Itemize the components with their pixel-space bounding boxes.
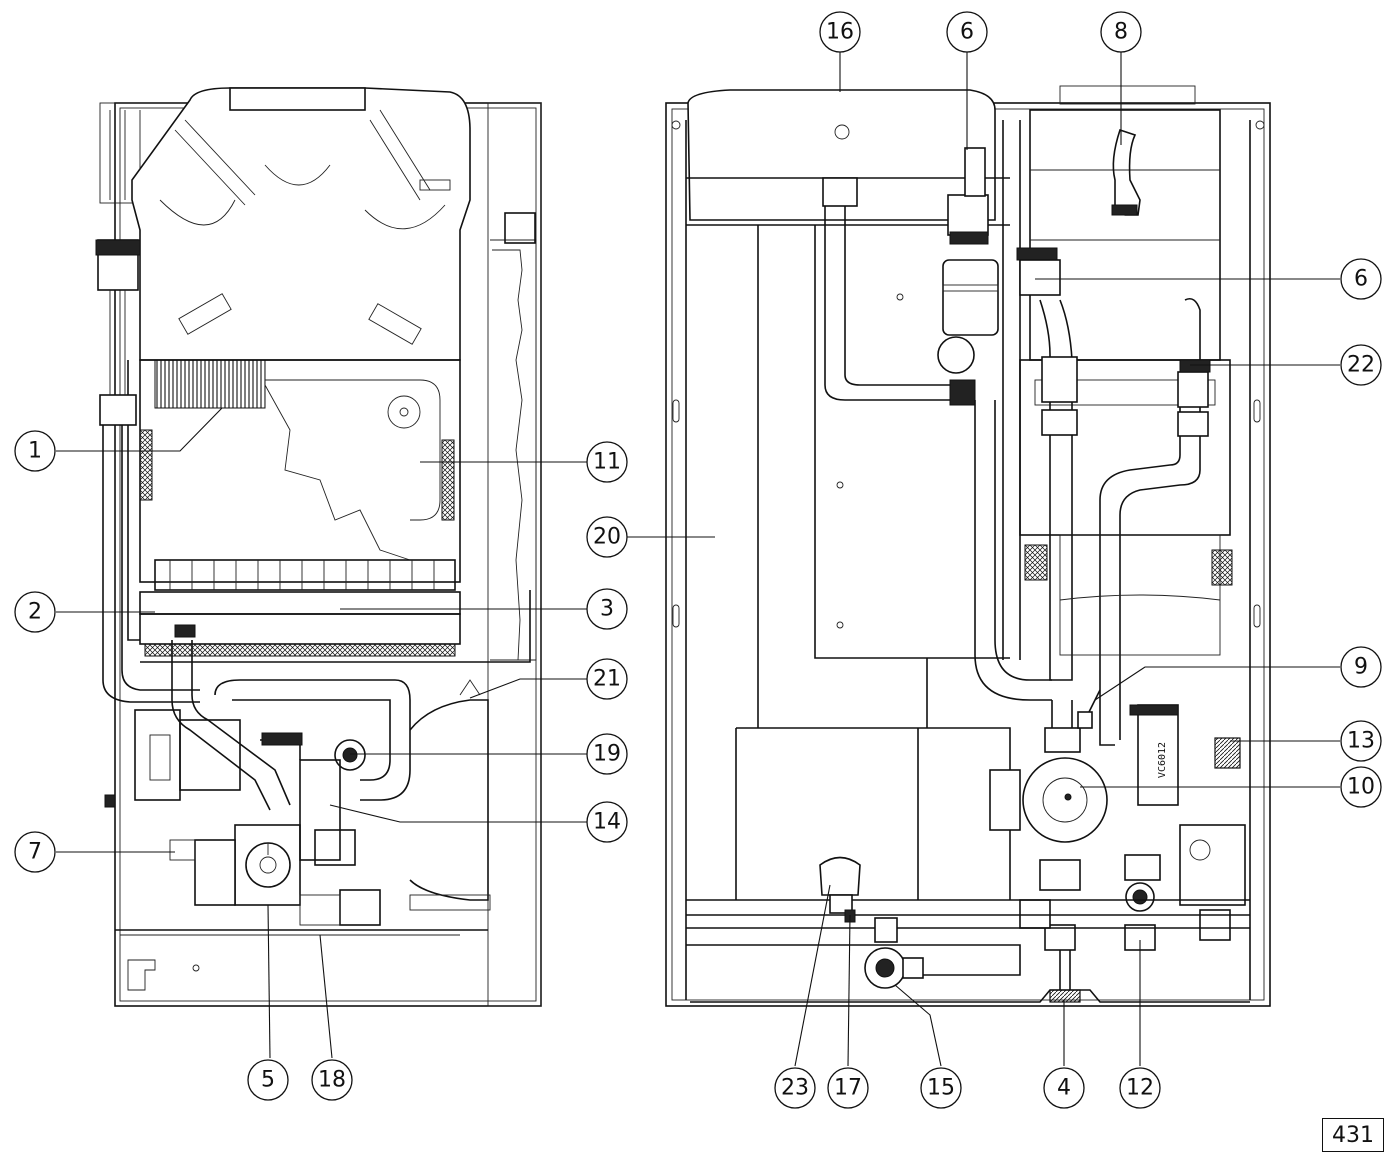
callout-2: 2: [14, 591, 56, 633]
svg-text:2: 2: [28, 600, 42, 625]
callout-1: 1: [14, 430, 56, 472]
callout-6-top: 6: [946, 11, 988, 53]
callout-3: 3: [586, 588, 628, 630]
callout-23: 23: [774, 1067, 816, 1109]
svg-text:1: 1: [28, 439, 42, 464]
callout-21: 21: [586, 658, 628, 700]
svg-text:7: 7: [28, 840, 42, 865]
callout-6-right: 6: [1340, 258, 1382, 300]
callout-4: 4: [1043, 1067, 1085, 1109]
svg-text:5: 5: [261, 1068, 275, 1093]
svg-text:14: 14: [593, 810, 621, 835]
svg-text:8: 8: [1114, 20, 1128, 45]
svg-text:18: 18: [318, 1068, 346, 1093]
callout-13: 13: [1340, 720, 1382, 762]
callout-11: 11: [586, 441, 628, 483]
right-boiler-view: VC6012: [665, 85, 1271, 1007]
svg-text:11: 11: [593, 450, 621, 475]
callout-5: 5: [247, 1059, 289, 1101]
svg-text:4: 4: [1057, 1076, 1071, 1101]
svg-text:15: 15: [927, 1076, 955, 1101]
svg-text:23: 23: [781, 1076, 809, 1101]
callout-18: 18: [311, 1059, 353, 1101]
svg-text:20: 20: [593, 525, 621, 550]
svg-text:22: 22: [1347, 353, 1375, 378]
svg-text:13: 13: [1347, 729, 1375, 754]
callout-7: 7: [14, 831, 56, 873]
svg-text:21: 21: [593, 667, 621, 692]
callout-14: 14: [586, 801, 628, 843]
svg-text:9: 9: [1354, 655, 1368, 680]
callout-17: 17: [827, 1067, 869, 1109]
callout-8: 8: [1100, 11, 1142, 53]
gas-valve-marking: VC6012: [1157, 742, 1168, 778]
callout-16: 16: [819, 11, 861, 53]
callout-9: 9: [1340, 646, 1382, 688]
svg-text:3: 3: [600, 597, 614, 622]
svg-text:17: 17: [834, 1076, 862, 1101]
reference-number: 431: [1322, 1118, 1384, 1152]
svg-text:6: 6: [960, 20, 974, 45]
svg-text:16: 16: [826, 20, 854, 45]
callout-12: 12: [1119, 1067, 1161, 1109]
svg-text:10: 10: [1347, 775, 1375, 800]
callout-22: 22: [1340, 344, 1382, 386]
callout-15: 15: [920, 1067, 962, 1109]
callout-leaders: [56, 52, 1340, 1067]
svg-text:6: 6: [1354, 267, 1368, 292]
svg-text:19: 19: [593, 742, 621, 767]
callout-19: 19: [586, 733, 628, 775]
svg-text:12: 12: [1126, 1076, 1154, 1101]
callout-10: 10: [1340, 766, 1382, 808]
left-boiler-view: [95, 87, 542, 1007]
callout-20: 20: [586, 516, 628, 558]
